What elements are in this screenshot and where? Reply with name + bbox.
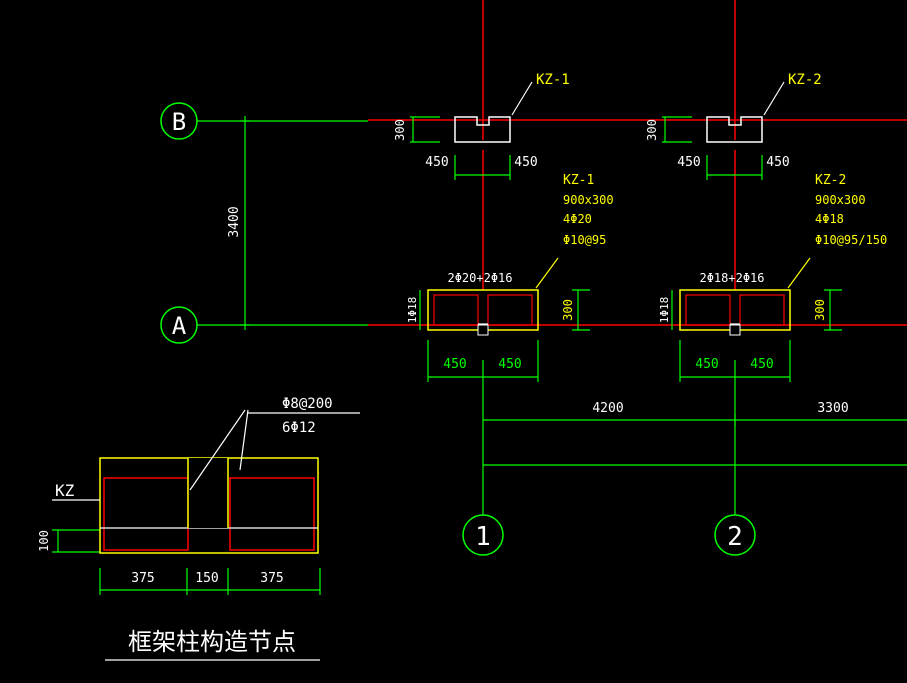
kz1-tag-top: KZ-1: [536, 72, 570, 88]
dim-node-375-b: 375: [260, 571, 283, 586]
kz1-plan-outline: [454, 116, 511, 143]
dim-node-375-a: 375: [131, 571, 154, 586]
dim-top-300-2: 300: [645, 119, 659, 141]
dim-span-2-3: 3300: [817, 401, 848, 416]
kz1-main-bars: 4Φ20: [563, 212, 592, 226]
axis-label-2: 2: [727, 522, 743, 552]
dim-low-450-a: 450: [443, 357, 466, 372]
node-annotations: KZ Φ8@200 6Φ12 框架柱构造节点: [55, 396, 333, 656]
dim-low-450-c: 450: [695, 357, 718, 372]
node-bars: 6Φ12: [282, 420, 316, 436]
grid-bubbles: B A 1 2: [160, 102, 756, 556]
kz2-side-bars: 1Φ18: [658, 297, 671, 324]
kz2-tag: KZ-2: [815, 173, 846, 188]
dim-top-450-d: 450: [766, 155, 789, 170]
kz2-main-bars: 4Φ18: [815, 212, 844, 226]
kz2-stirrup: Φ10@95/150: [815, 233, 887, 247]
column-kz1-detail: [427, 257, 559, 336]
kz2-plan-outline: [706, 116, 763, 143]
dim-top-450-b: 450: [514, 155, 537, 170]
dim-low-450-b: 450: [498, 357, 521, 372]
kz2-tag-top: KZ-2: [788, 72, 822, 88]
dim-top-450-c: 450: [677, 155, 700, 170]
dim-top-450-a: 450: [425, 155, 448, 170]
node-label-kz: KZ: [55, 481, 75, 500]
kz1-size: 900x300: [563, 193, 614, 207]
dim-node-100: 100: [37, 530, 51, 552]
dim-ab-spacing: 3400: [227, 206, 242, 237]
dim-low-300-2: 300: [813, 299, 827, 321]
dimension-texts: 3400 4200 3300 300 300 450 450 450 450 4…: [37, 119, 849, 586]
kz1-tag: KZ-1: [563, 173, 594, 188]
node-stirrup: Φ8@200: [282, 396, 333, 412]
dim-node-150: 150: [195, 571, 218, 586]
kz2-top-bars: 2Φ18+2Φ16: [699, 271, 764, 285]
axis-label-b: B: [172, 108, 186, 136]
column-outlines-top: [454, 116, 763, 143]
kz1-annotations: KZ-1 KZ-1 900x300 4Φ20 Φ10@95 2Φ20+2Φ16 …: [406, 72, 614, 323]
dim-top-300-1: 300: [393, 119, 407, 141]
axis-label-a: A: [172, 312, 187, 340]
column-kz2-detail: [679, 257, 811, 336]
axis-label-1: 1: [475, 522, 491, 552]
kz1-stirrup: Φ10@95: [563, 233, 606, 247]
dim-low-450-d: 450: [750, 357, 773, 372]
dim-span-1-2: 4200: [592, 401, 623, 416]
kz1-top-bars: 2Φ20+2Φ16: [447, 271, 512, 285]
node-title: 框架柱构造节点: [128, 628, 296, 656]
dim-low-300-1: 300: [561, 299, 575, 321]
dimension-lines: [52, 116, 907, 595]
column-node-detail: [52, 409, 360, 661]
kz2-size: 900x300: [815, 193, 866, 207]
kz2-annotations: KZ-2 KZ-2 900x300 4Φ18 Φ10@95/150 2Φ18+2…: [658, 72, 887, 323]
kz1-side-bars: 1Φ18: [406, 297, 419, 324]
